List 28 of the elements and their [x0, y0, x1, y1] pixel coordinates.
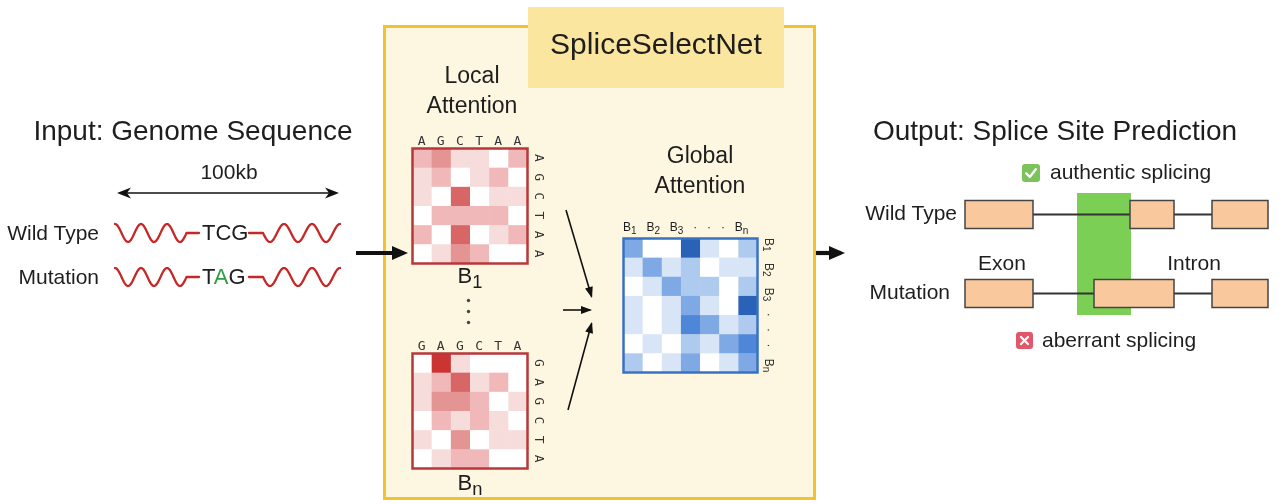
axis-letters: G A G C T A — [532, 358, 547, 465]
sequence-text: TAG — [202, 263, 246, 291]
dimension-label: 100kb — [200, 159, 258, 185]
arrow — [567, 322, 593, 411]
section-title: Output: Splice Site Prediction — [872, 114, 1238, 148]
row-label: Wild Type — [7, 220, 99, 246]
axis-labels: B$_{1}$ B$_{2}$ B$_{3}$ · · · B$_{n}$ — [623, 219, 749, 238]
axis-letters: A G C T A A — [532, 153, 547, 260]
arrow — [816, 246, 845, 260]
sequence-text: TCG — [202, 219, 249, 247]
axis-letters: A G C T A A — [417, 133, 524, 149]
section-title: Input: Genome Sequence — [33, 114, 353, 148]
part-label: Exon — [978, 250, 1026, 276]
axis-letters: G A G C T A — [417, 338, 524, 354]
matrix-caption: B$_{1}$ — [457, 262, 483, 294]
model-title: SpliceSelectNet — [528, 7, 784, 88]
row-label: Wild Type — [865, 200, 957, 226]
matrix-caption: B$_{n}$ — [457, 469, 483, 501]
arrow — [562, 306, 592, 314]
row-label: Mutation — [18, 264, 99, 290]
annotation-text: authentic splicing — [1050, 159, 1212, 185]
attention-heading: Local Attention — [426, 61, 518, 120]
part-label: Intron — [1167, 250, 1221, 276]
row-label: Mutation — [869, 279, 950, 305]
annotation-text: aberrant splicing — [1042, 327, 1197, 353]
arrow — [565, 209, 593, 298]
attention-heading: Global Attention — [654, 141, 746, 200]
arrow — [356, 246, 408, 260]
